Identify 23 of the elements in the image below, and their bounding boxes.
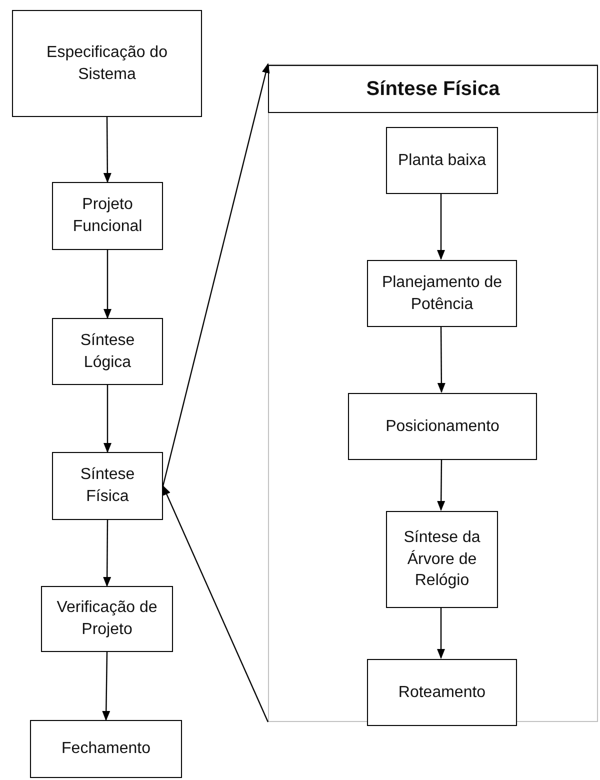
arrow [103, 117, 112, 183]
process-box: Roteamento [367, 659, 517, 726]
process-box: Posicionamento [348, 393, 537, 460]
process-box: Verificação de Projeto [41, 586, 173, 652]
arrow [103, 520, 112, 587]
arrow [162, 63, 270, 486]
arrow [437, 459, 446, 511]
arrow [437, 326, 446, 393]
process-box: Projeto Funcional [52, 182, 163, 250]
process-box: Síntese Física [52, 452, 163, 520]
process-box: Especificação do Sistema [12, 10, 202, 117]
panel-heading: Síntese Física [268, 65, 598, 113]
arrow [102, 652, 110, 721]
process-box: Planta baixa [386, 127, 498, 194]
arrow [104, 385, 112, 453]
process-box: Síntese Lógica [52, 318, 163, 385]
arrow [162, 485, 269, 722]
arrow [437, 607, 445, 659]
process-box: Fechamento [30, 720, 182, 778]
arrow [437, 193, 445, 260]
process-box: Síntese da Árvore de Relógio [386, 511, 498, 608]
process-box: Planejamento de Potência [367, 260, 517, 327]
arrow [104, 250, 112, 319]
